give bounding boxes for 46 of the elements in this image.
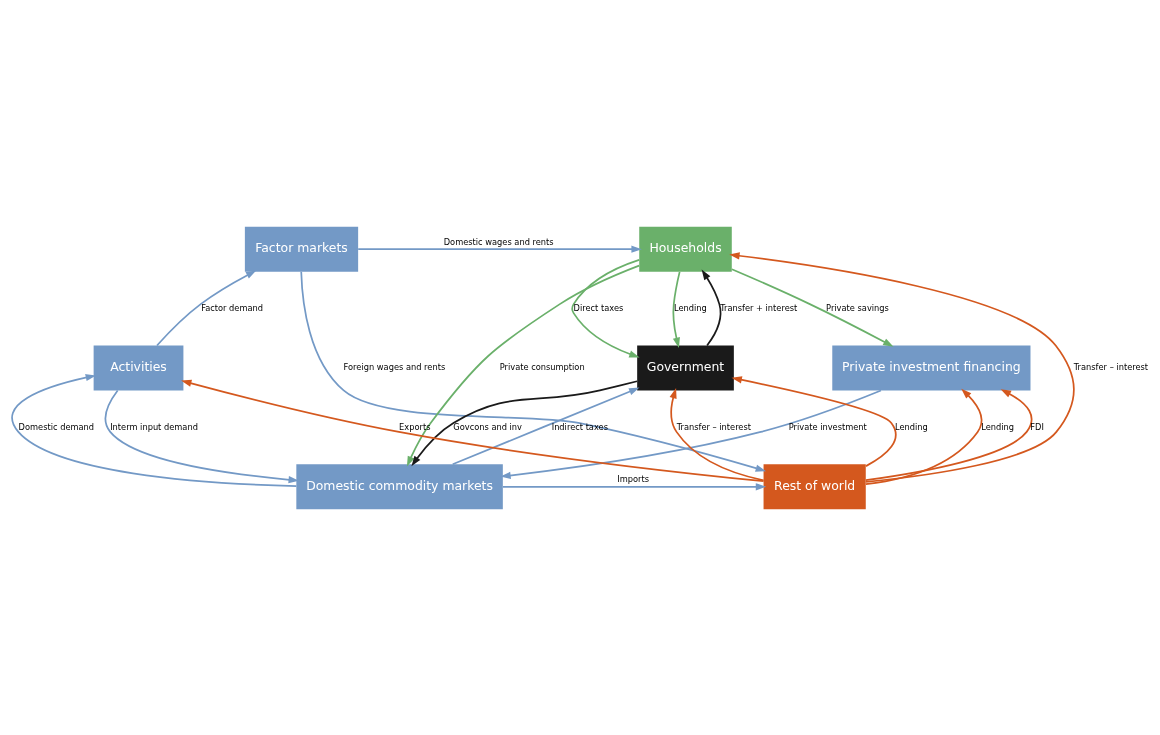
edge-label: Factor demand <box>201 302 264 313</box>
arrow <box>11 373 298 487</box>
node-box: Activities <box>93 345 184 390</box>
edge-label: Interm input demand <box>110 421 198 432</box>
node-box: Domestic commodity markets <box>296 463 503 509</box>
edge-label: Direct taxes <box>573 302 624 313</box>
arrow <box>729 251 1075 483</box>
edge-label: Lending <box>894 421 928 432</box>
arrow <box>701 269 722 346</box>
node-box: Private investment financing <box>832 345 1031 390</box>
arrow <box>357 245 642 253</box>
edge-label: Transfer – interest <box>676 421 751 432</box>
arrow <box>156 269 257 346</box>
edge-label: Domestic wages and rents <box>443 236 554 247</box>
edge-label: Indirect taxes <box>551 421 608 432</box>
edge-label: Private savings <box>826 302 889 313</box>
edge-label: Foreign wages and rents <box>343 361 446 372</box>
arrow <box>865 388 1033 481</box>
arrow <box>865 388 983 485</box>
edge-label: Private investment <box>788 421 867 432</box>
node-box: Households <box>639 226 732 272</box>
arrow <box>406 264 640 467</box>
arrow <box>672 270 681 348</box>
node-box: Factor markets <box>244 226 359 272</box>
arrow <box>731 267 894 347</box>
node-box: Government <box>637 345 734 390</box>
edge-label: Lending <box>981 421 1015 432</box>
arrow <box>669 387 765 481</box>
edge-label: Transfer + interest <box>720 302 798 313</box>
edge-label: Domestic demand <box>18 421 95 432</box>
arrow <box>502 482 767 490</box>
arrow <box>731 375 897 467</box>
arrow <box>181 379 765 482</box>
arrow <box>104 389 299 483</box>
edge-label: FDI <box>1030 421 1044 432</box>
edge-label: Imports <box>617 473 650 484</box>
arrow <box>300 270 766 472</box>
edge-label: Govcons and inv <box>453 421 523 432</box>
arrow <box>411 379 638 466</box>
node-box: Rest of world <box>763 463 866 509</box>
arrow <box>500 389 882 479</box>
arrow <box>571 258 640 357</box>
arrow <box>451 387 640 465</box>
edge-label: Lending <box>673 302 707 313</box>
edge-label: Transfer – interest <box>1073 361 1149 372</box>
edge-label: Private consumption <box>499 361 585 372</box>
